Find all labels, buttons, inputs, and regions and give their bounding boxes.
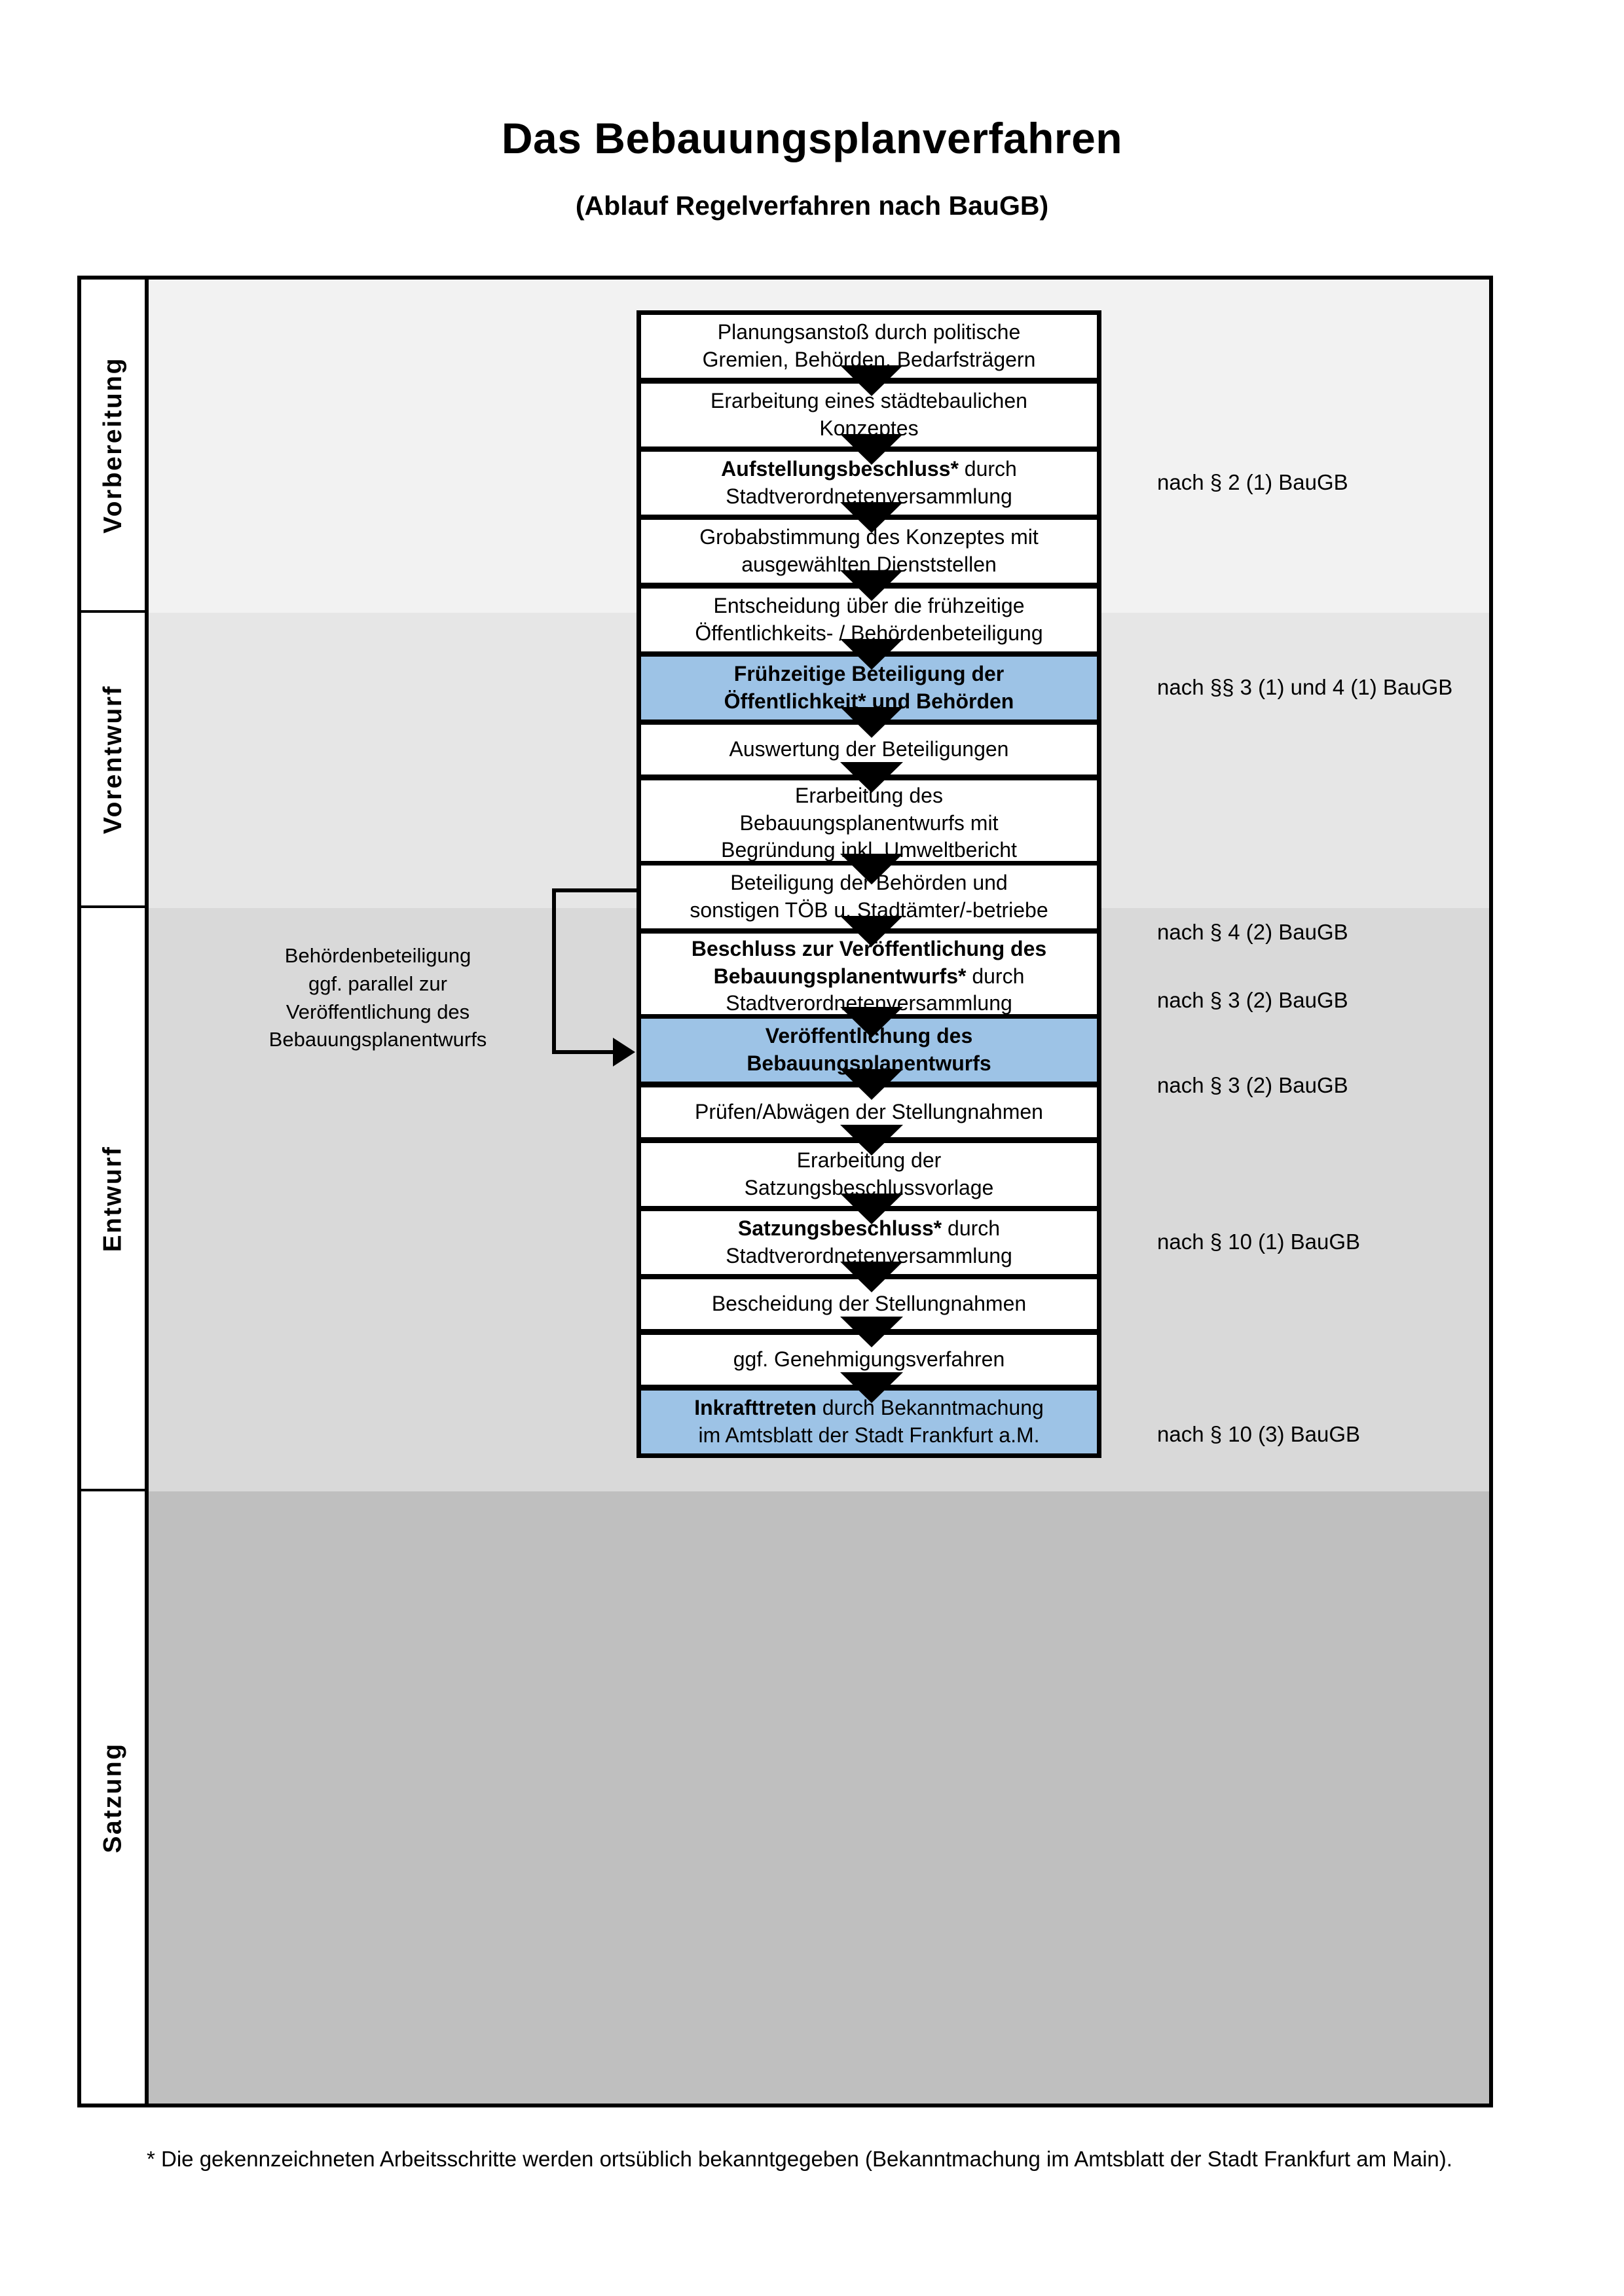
flow-step-label: Auswertung der Beteiligungen	[729, 737, 1009, 761]
footnote: * Die gekennzeichneten Arbeitsschritte w…	[147, 2147, 1452, 2171]
phase-label-column: Vorbereitung Vorentwurf Entwurf Satzung	[81, 280, 149, 2104]
phase-label-vorbereitung: Vorbereitung	[98, 356, 127, 534]
flow-arrow-beschluss-veroeffentlichung	[840, 916, 903, 947]
flow-arrow-erarbeitung-entwurf	[840, 762, 903, 793]
bypass-connector-bottom-segment	[552, 1050, 614, 1054]
phase-cell-entwurf: Entwurf	[81, 908, 145, 1491]
flow-arrow-staedtebauliches-konzept	[840, 365, 903, 396]
phase-label-entwurf: Entwurf	[98, 1145, 127, 1252]
flow-step-label: ggf. Genehmigungsverfahren	[733, 1347, 1005, 1372]
flow-arrow-satzungsbeschlussvorlage	[840, 1125, 903, 1156]
flow-arrow-entscheidung-fruehzeitig	[840, 570, 903, 601]
phase-band-satzung	[149, 1491, 1489, 2104]
phase-cell-vorbereitung: Vorbereitung	[81, 280, 145, 613]
flow-arrow-beteiligung-behoerden	[840, 854, 903, 884]
flow-arrow-auswertung-beteiligungen	[840, 707, 903, 738]
flow-arrow-pruefen-abwaegen	[840, 1069, 903, 1100]
bypass-connector-vertical-segment	[552, 888, 556, 1050]
ref-aufstellungsbeschluss: nach § 2 (1) BauGB	[1157, 470, 1348, 494]
flow-step-label: Prüfen/Abwägen der Stellungnahmen	[695, 1100, 1043, 1124]
phase-cell-satzung: Satzung	[81, 1491, 145, 2104]
flow-arrow-fruehzeitige-beteiligung	[840, 639, 903, 670]
phase-label-vorentwurf: Vorentwurf	[98, 684, 127, 834]
process-flow-chart: Vorbereitung Vorentwurf Entwurf Satzung …	[77, 276, 1493, 2107]
ref-beteiligung-behoerden: nach § 4 (2) BauGB	[1157, 920, 1348, 944]
ref-veroeffentlichung: nach § 3 (2) BauGB	[1157, 1073, 1348, 1097]
flow-arrow-inkrafttreten	[840, 1372, 903, 1403]
ref-inkrafttreten: nach § 10 (3) BauGB	[1157, 1422, 1361, 1446]
ref-satzungsbeschluss: nach § 10 (1) BauGB	[1157, 1230, 1361, 1254]
ref-beschluss-veroeffentlichung: nach § 3 (2) BauGB	[1157, 988, 1348, 1012]
page-title: Das Bebauungsplanverfahren	[501, 114, 1123, 162]
flow-step-label: Bescheidung der Stellungnahmen	[711, 1292, 1027, 1316]
flow-arrow-genehmigungsverfahren	[840, 1317, 903, 1347]
phase-label-satzung: Satzung	[98, 1741, 127, 1853]
page-subtitle: (Ablauf Regelverfahren nach BauGB)	[575, 191, 1049, 221]
flow-arrow-grobabstimmung	[840, 502, 903, 533]
bypass-connector-top-segment	[552, 888, 637, 892]
flow-arrow-veroeffentlichung	[840, 1007, 903, 1038]
flow-arrow-bescheidung-stellungnahmen	[840, 1262, 903, 1292]
document-header: Das Bebauungsplanverfahren (Ablauf Regel…	[0, 0, 1624, 219]
flow-arrow-aufstellungsbeschluss	[840, 434, 903, 465]
phase-cell-vorentwurf: Vorentwurf	[81, 613, 145, 908]
flow-arrow-satzungsbeschluss	[840, 1194, 903, 1224]
ref-fruehzeitige-beteiligung: nach §§ 3 (1) und 4 (1) BauGB	[1157, 675, 1453, 699]
bypass-connector-arrowhead	[613, 1038, 635, 1066]
